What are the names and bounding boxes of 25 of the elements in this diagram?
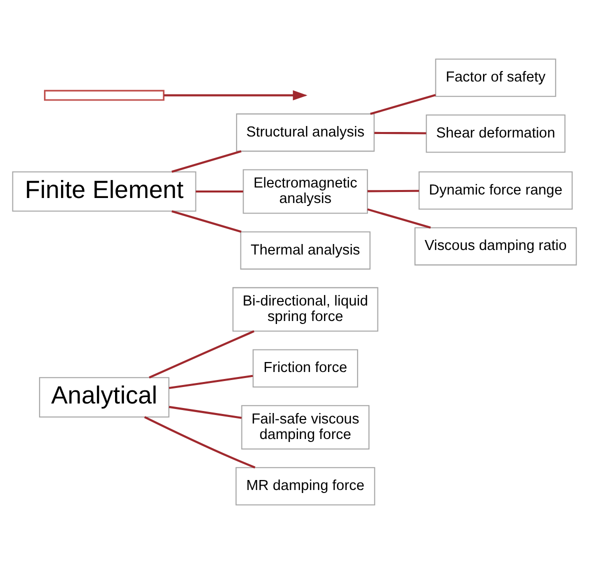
connector	[374, 131, 426, 134]
node-box: Electromagnetic analysis	[242, 168, 368, 214]
connector	[196, 190, 244, 192]
connector	[172, 210, 242, 232]
node-box: Finite Element	[12, 170, 196, 212]
node-box: Analytical	[39, 376, 170, 417]
node-box: Dynamic force range	[418, 170, 573, 210]
node-box: Fail-safe viscous damping force	[241, 404, 370, 450]
connector	[370, 93, 436, 114]
node-box: Thermal analysis	[240, 230, 371, 270]
connector	[144, 416, 256, 468]
node-box: Structural analysis	[236, 112, 375, 152]
node-box: Factor of safety	[435, 58, 556, 96]
connector	[368, 189, 419, 192]
connector	[168, 374, 253, 389]
node-box: Bi-directional, liquid spring force	[232, 286, 378, 332]
node-box: MR damping force	[236, 466, 376, 505]
node-box: Shear deformation	[426, 114, 566, 152]
connector	[367, 208, 431, 228]
connector	[172, 150, 242, 172]
node-bracket	[44, 89, 164, 100]
node-box: Viscous damping ratio	[414, 226, 577, 265]
node-box: Friction force	[252, 348, 358, 387]
connector	[148, 330, 254, 378]
connector	[168, 405, 242, 418]
